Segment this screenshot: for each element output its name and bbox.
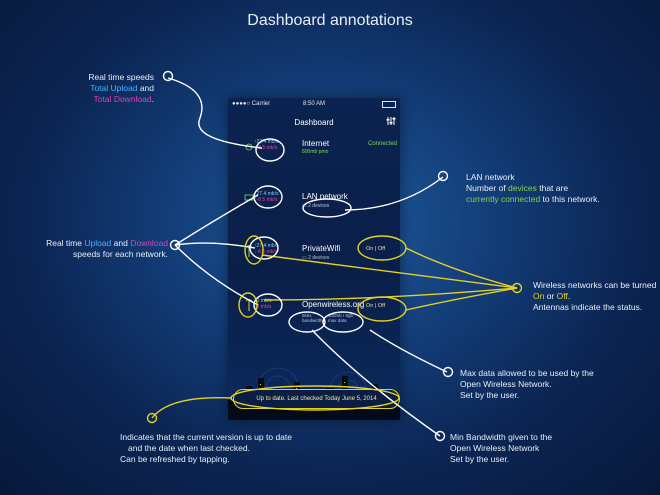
annotation-realtime-each: Real time Upload and Download speeds for… [46,238,168,259]
clock: 8:50 AM [302,101,325,107]
wifi-toggle[interactable]: On | Off [366,246,386,252]
device-count: ▭ 2 devices [302,255,330,261]
battery-icon [382,101,396,108]
network-name: LAN network [302,192,348,201]
annotation-min-bandwidth: Min Bandwidth given to the Open Wireless… [450,432,553,464]
connection-status: Connected [368,141,398,147]
settings-sliders-icon[interactable] [386,116,396,126]
network-name: PrivateWifi [302,244,341,253]
annotation-wireless: Wireless networks can be turned On or Of… [533,280,657,312]
update-status-button[interactable]: Up to date. Last checked Today June 5, 2… [233,389,400,409]
status-bar: ●●●●○ Carrier 8:50 AM [228,98,400,110]
network-plan: 800mb pmo [302,149,329,155]
network-row-privatewifi[interactable]: ↑27.4 mb/s ↓-8.5 mb/s PrivateWifi ▭ 2 de… [228,238,400,288]
carrier-label: ●●●●○ Carrier [232,101,271,107]
page-title: Dashboard annotations [247,12,413,29]
network-name: Internet [302,139,330,148]
speed-readout: ↑27.4 mb/s ↓-8.5 mb/s [254,191,279,203]
network-name: Openwireless.org [302,300,365,309]
screen-title: Dashboard [294,118,334,127]
annotation-maxdata: Max data allowed to be used by the Open … [460,368,594,400]
annotation-update-status: Indicates that the current version is up… [120,432,292,464]
annotation-lan: LAN network Number of devices that are c… [466,172,600,204]
openwireless-toggle[interactable]: On | Off [366,303,386,309]
speed-readout: ↑27.4 mb/s ↓-8.5 mb/s [254,243,279,255]
annotation-realtime-total: Real time speeds Total Upload and Total … [88,72,154,104]
